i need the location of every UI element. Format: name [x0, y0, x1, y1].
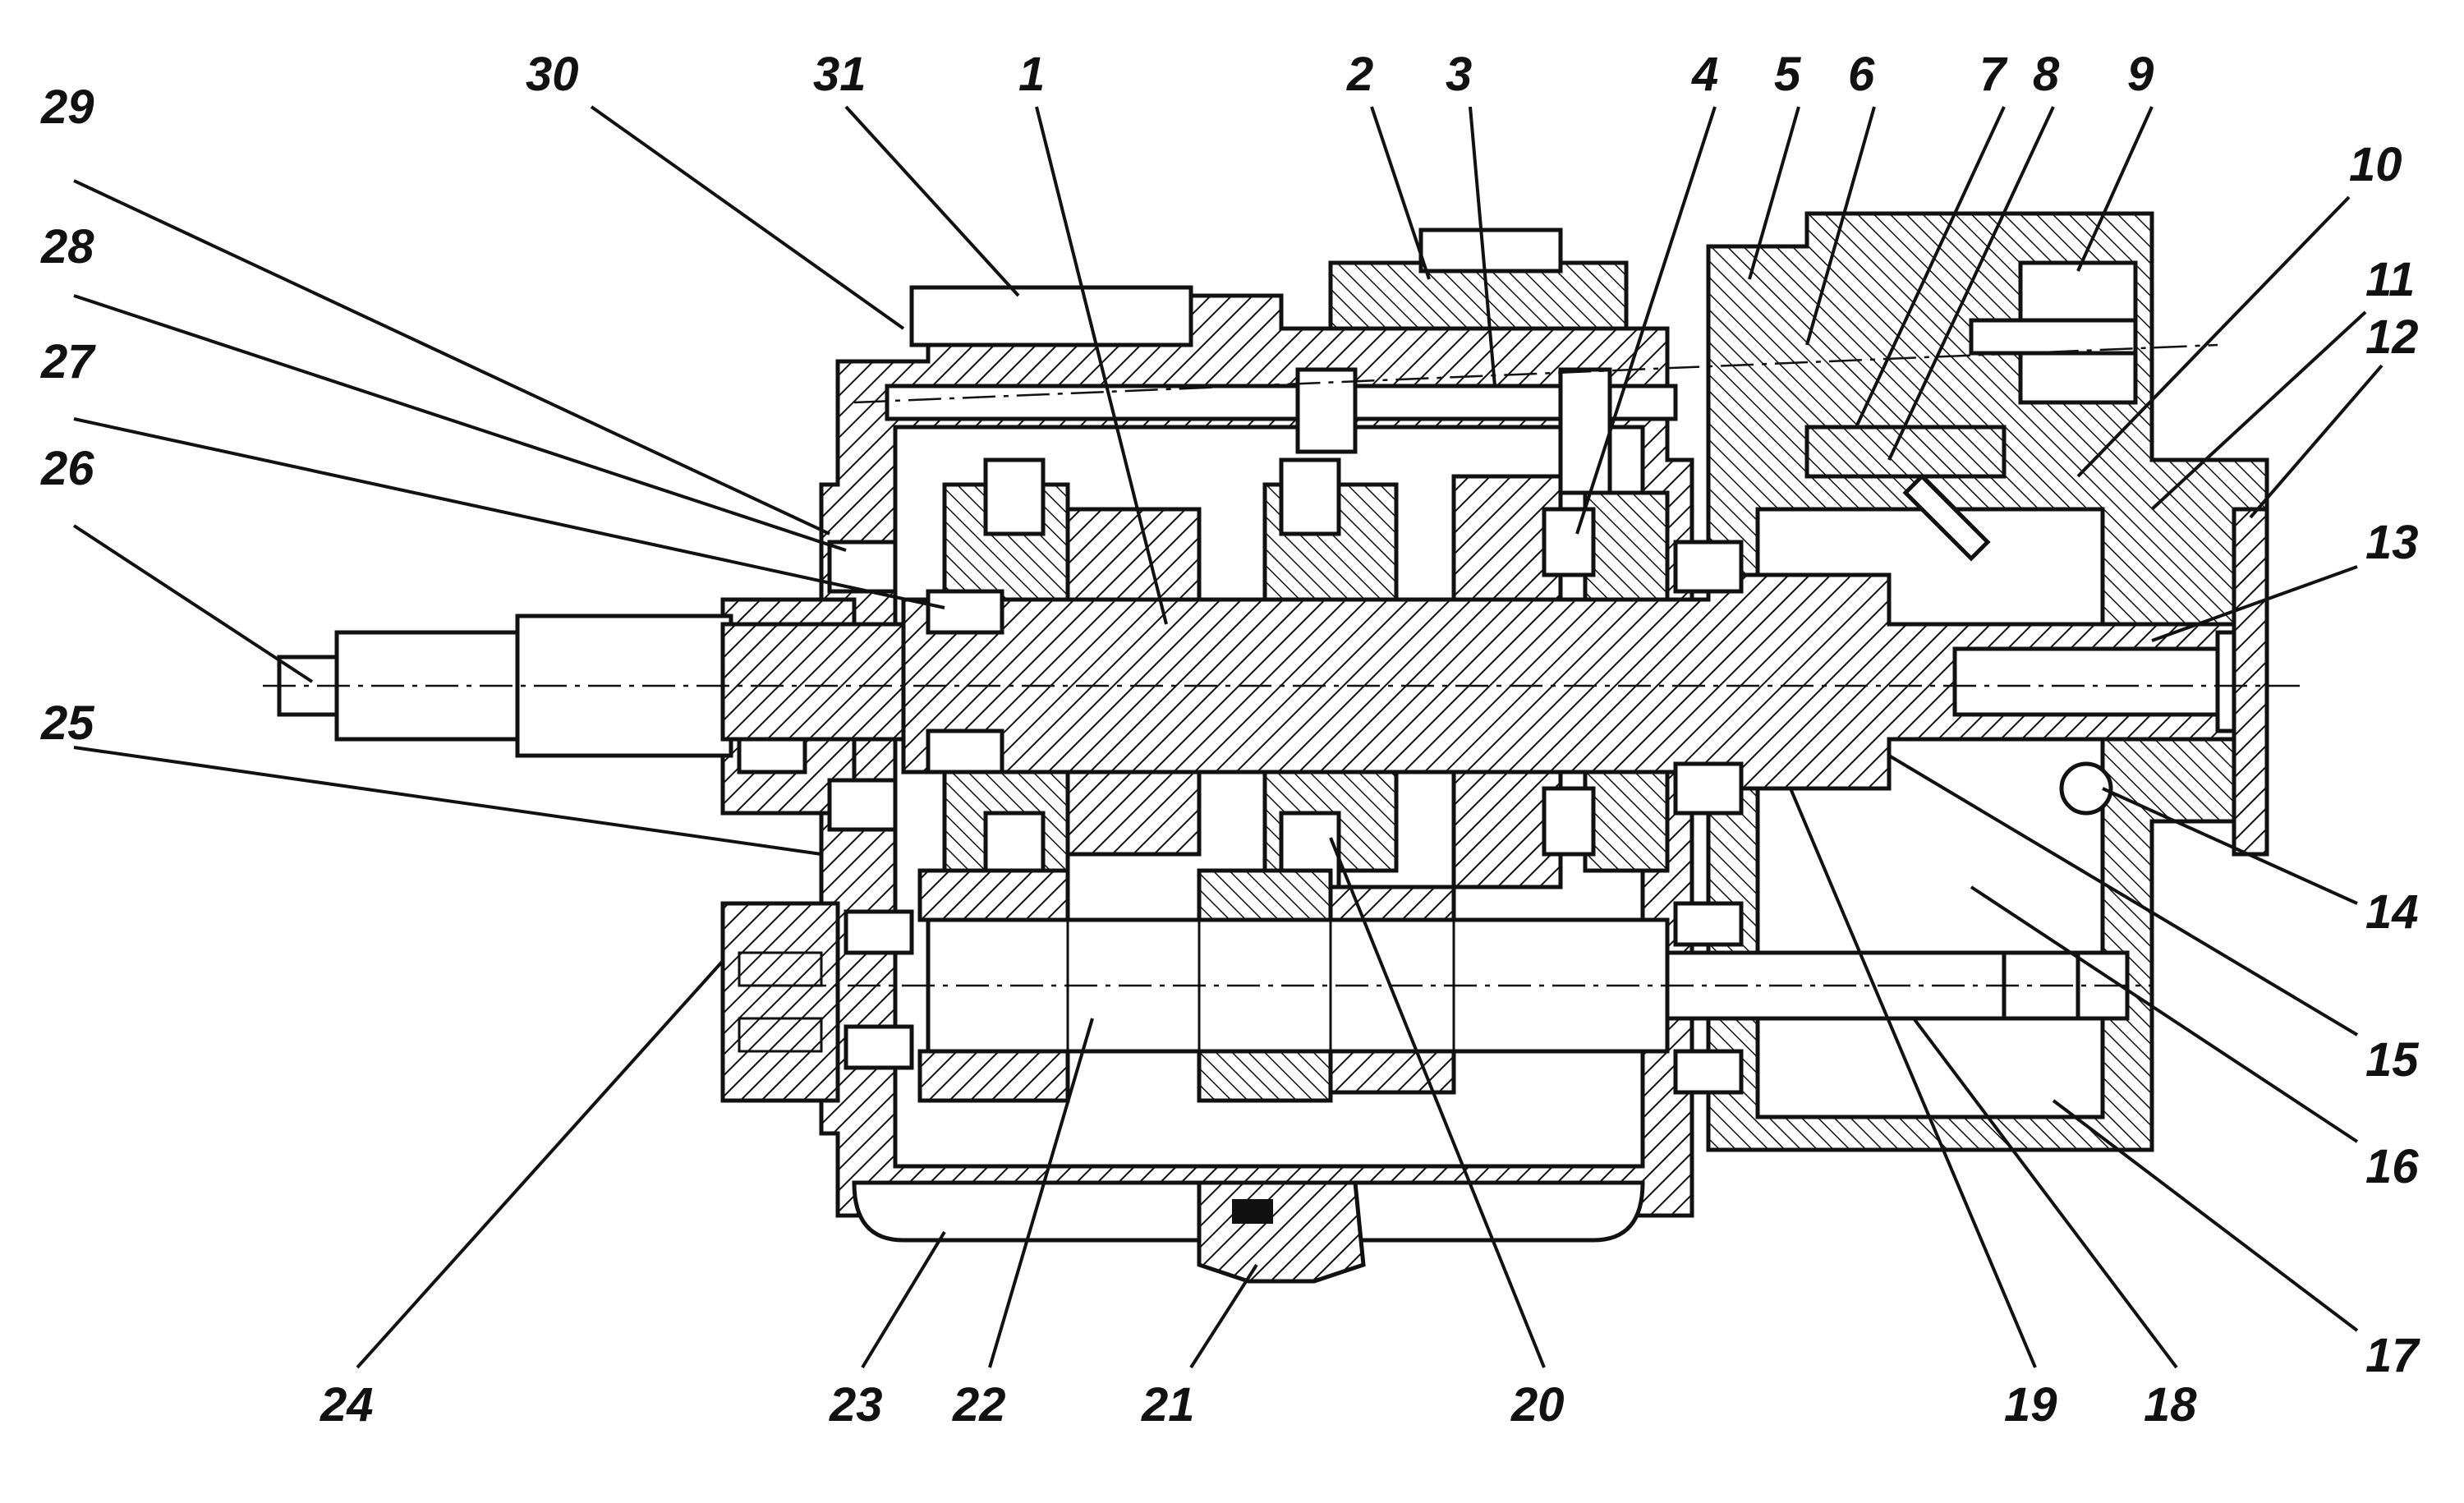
callout-17: 17: [2365, 1329, 2420, 1382]
callout-15: 15: [2365, 1033, 2419, 1087]
callout-1: 1: [1018, 48, 1045, 101]
center-lines: [263, 343, 2300, 987]
callout-3: 3: [1446, 48, 1472, 101]
callout-4: 4: [1691, 48, 1718, 101]
callout-24: 24: [319, 1378, 374, 1432]
callout-labels: 1 2 3 4 5 6 7 8 9 10 11 12 13 14 15 16 1…: [40, 48, 2420, 1432]
callout-11: 11: [2365, 253, 2415, 306]
callout-16: 16: [2365, 1140, 2419, 1193]
callout-30: 30: [526, 48, 579, 101]
bearings: [827, 540, 2080, 1095]
callout-27: 27: [40, 335, 96, 388]
callout-20: 20: [1510, 1378, 1565, 1432]
rear-mechanism: [1804, 260, 2269, 857]
callout-25: 25: [40, 696, 94, 750]
leader-lines: [72, 105, 2384, 1369]
callout-7: 7: [1979, 48, 2008, 101]
callout-14: 14: [2365, 885, 2419, 939]
callout-2: 2: [1346, 48, 1373, 101]
callout-6: 6: [1848, 48, 1875, 101]
callout-29: 29: [40, 80, 94, 134]
callout-19: 19: [2004, 1378, 2057, 1432]
callout-8: 8: [2033, 48, 2060, 101]
callout-26: 26: [40, 442, 94, 495]
callout-23: 23: [829, 1378, 883, 1432]
callout-22: 22: [952, 1378, 1006, 1432]
callout-31: 31: [813, 48, 867, 101]
callout-10: 10: [2349, 138, 2402, 191]
callout-5: 5: [1774, 48, 1801, 101]
shift-rail: [885, 367, 1678, 495]
callout-21: 21: [1141, 1378, 1195, 1432]
callout-9: 9: [2127, 48, 2154, 101]
countershaft-front-cap: [720, 901, 840, 1103]
callout-18: 18: [2144, 1378, 2197, 1432]
callout-12: 12: [2365, 310, 2419, 364]
callout-13: 13: [2365, 516, 2419, 569]
callout-28: 28: [40, 220, 94, 273]
